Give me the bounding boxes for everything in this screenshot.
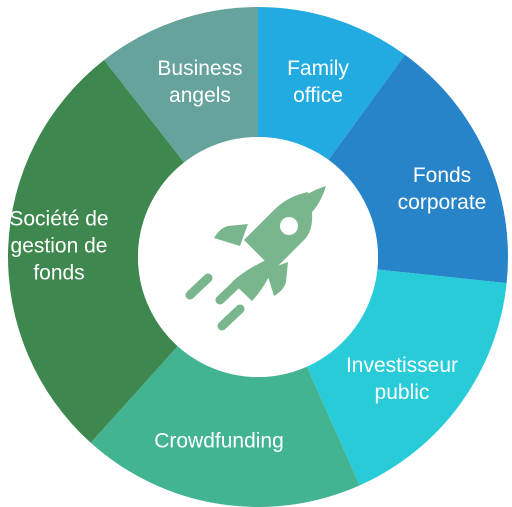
wheel-segment	[7, 59, 185, 443]
center-circle	[138, 137, 378, 377]
wheel-segment	[90, 346, 360, 507]
wheel-segment	[258, 7, 405, 160]
wheel-segment	[306, 269, 507, 486]
wheel-segment	[328, 54, 508, 284]
rocket-icon	[185, 186, 326, 331]
wheel-segments	[7, 7, 508, 507]
wheel-segment	[104, 7, 259, 163]
